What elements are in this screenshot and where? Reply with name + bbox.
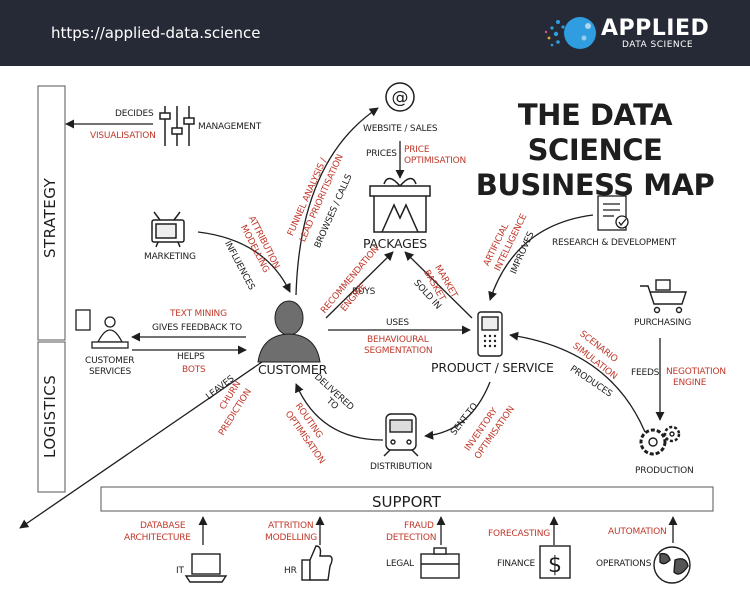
- customer-services-icon: [75, 309, 129, 349]
- delivered-arrow: [295, 383, 384, 441]
- text-mining-application-label: TEXT MINING: [170, 309, 227, 319]
- website-icon: @: [385, 82, 415, 112]
- leaves-arrow: [19, 361, 263, 529]
- logistics-band-label: LOGISTICS: [41, 374, 59, 458]
- operations-label: OPERATIONS: [596, 559, 652, 569]
- browses-arrow: [295, 107, 379, 296]
- distribution-train-icon: [383, 413, 419, 457]
- title-line-1: THE DATA SCIENCE: [517, 98, 673, 167]
- fraud-detection-application-label-1: FRAUD: [404, 521, 434, 531]
- decides-relation-label: DECIDES: [115, 109, 154, 119]
- bots-application-label: BOTS: [182, 365, 206, 375]
- site-header: https://applied-data.science APPLIED DAT…: [0, 0, 750, 66]
- brand-name: APPLIED: [601, 16, 710, 41]
- sold-in-arrow: [404, 251, 473, 319]
- marketing-tv-icon: [151, 211, 185, 248]
- production-label: PRODUCTION: [635, 466, 694, 476]
- price-optimisation-application-label-2: OPTIMISATION: [404, 156, 466, 166]
- product-phone-icon: [477, 311, 503, 357]
- at-sign-glyph: @: [392, 88, 409, 108]
- helps-relation-label: HELPS: [177, 352, 205, 362]
- distribution-label: DISTRIBUTION: [370, 462, 433, 472]
- strategy-band-label: STRATEGY: [41, 177, 59, 258]
- database-architecture-application-label-2: ARCHITECTURE: [124, 533, 191, 543]
- automation-application-label: AUTOMATION: [608, 527, 667, 537]
- attrition-modelling-application-label-2: MODELLING: [265, 533, 318, 543]
- marketing-label: MARKETING: [144, 252, 196, 262]
- customer-label: CUSTOMER: [258, 362, 328, 377]
- page-title: THE DATA SCIENCE BUSINESS MAP: [460, 98, 730, 202]
- forecasting-application-label: FORECASTING: [488, 529, 551, 539]
- legal-briefcase-icon: [420, 547, 460, 579]
- prices-relation-label: PRICES: [366, 149, 397, 159]
- finance-label: FINANCE: [497, 559, 536, 569]
- behavioural-segmentation-application-label-1: BEHAVIOURAL: [367, 335, 429, 345]
- it-label: IT: [176, 566, 184, 576]
- behavioural-segmentation-application-label-2: SEGMENTATION: [364, 346, 433, 356]
- dollar-glyph: $: [548, 553, 562, 578]
- feeds-relation-label: FEEDS: [631, 368, 660, 378]
- sent-to-arrow: [424, 381, 491, 440]
- packages-label: PACKAGES: [363, 236, 428, 251]
- attrition-modelling-application-label-1: ATTRITION: [268, 521, 314, 531]
- customer-person-icon: [257, 300, 321, 363]
- influences-arrow: [197, 231, 291, 293]
- support-band-frame: [100, 486, 714, 512]
- purchasing-label: PURCHASING: [634, 318, 692, 328]
- gives-feedback-relation-label: GIVES FEEDBACK TO: [152, 323, 242, 333]
- packages-gift-icon: [369, 177, 431, 233]
- purchasing-cart-icon: [640, 279, 687, 314]
- title-line-2: BUSINESS MAP: [475, 167, 715, 202]
- visualisation-application-label: VISUALISATION: [90, 131, 156, 141]
- hr-thumbs-up-icon: [301, 545, 333, 581]
- strategy-band-frame: [37, 85, 66, 341]
- management-label: MANAGEMENT: [198, 122, 261, 132]
- applied-logo-icon[interactable]: [544, 14, 598, 52]
- research-notebook-icon: [597, 195, 629, 231]
- price-optimisation-application-label-1: PRICE: [404, 145, 430, 155]
- uses-relation-label: USES: [386, 318, 409, 328]
- negotiation-engine-application-label-2: ENGINE: [673, 378, 707, 388]
- finance-dollar-icon: $: [539, 545, 571, 579]
- fraud-detection-application-label-2: DETECTION: [386, 533, 437, 543]
- product-service-label: PRODUCT / SERVICE: [431, 360, 554, 375]
- website-sales-label: WEBSITE / SALES: [363, 124, 438, 134]
- operations-globe-icon: [653, 546, 691, 584]
- research-development-label: RESEARCH & DEVELOPMENT: [552, 238, 677, 248]
- produces-arrow: [509, 331, 646, 433]
- customer-services-label-2: SERVICES: [89, 367, 132, 377]
- brand-subtitle: DATA SCIENCE: [622, 40, 694, 50]
- business-map-diagram: @: [19, 82, 714, 584]
- database-architecture-application-label-1: DATABASE: [140, 521, 186, 531]
- site-url-link[interactable]: https://applied-data.science: [51, 24, 261, 42]
- improves-arrow: [488, 214, 594, 301]
- it-laptop-icon: [184, 553, 228, 583]
- buys-relation-label: BUYS: [352, 287, 376, 297]
- management-sliders-icon: [159, 106, 195, 146]
- hr-label: HR: [284, 566, 297, 576]
- customer-services-label-1: CUSTOMER: [85, 356, 135, 366]
- support-band-label: SUPPORT: [372, 493, 441, 511]
- production-gears-icon: [639, 425, 681, 456]
- buys-arrow: [325, 251, 394, 319]
- negotiation-engine-application-label-1: NEGOTIATION: [666, 367, 726, 377]
- legal-label: LEGAL: [386, 559, 414, 569]
- logistics-band-frame: [37, 341, 66, 493]
